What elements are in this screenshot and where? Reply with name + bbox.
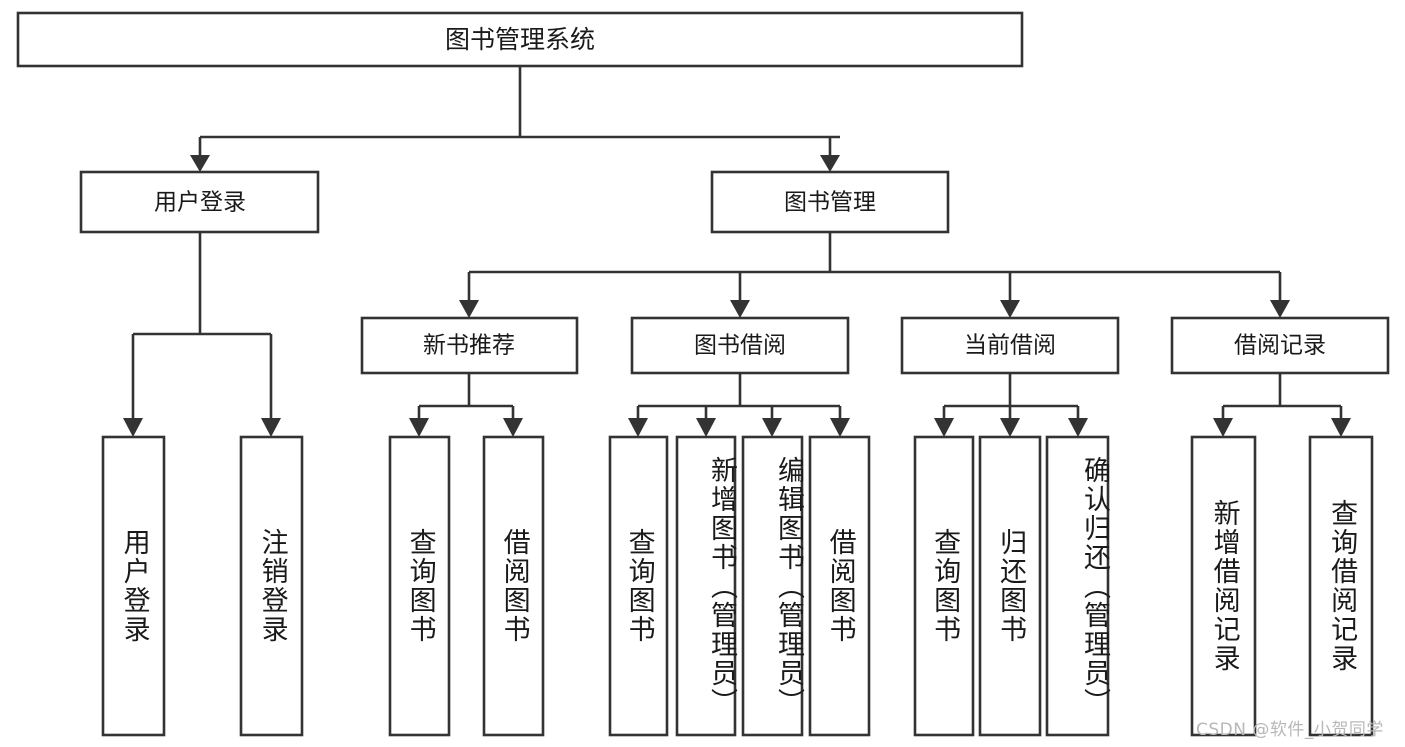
leaf-box-query-book-3[interactable] [913, 435, 975, 737]
connector-bookmanagement-to-level3 [459, 232, 1290, 318]
node-current-borrow-label: 当前借阅 [964, 333, 1056, 359]
node-book-borrow[interactable]: 图书借阅 [630, 316, 850, 375]
node-book-management-label: 图书管理 [784, 190, 876, 216]
connector-borrowrecord-to-leaves [1213, 373, 1351, 437]
leaf-box-confirm-return[interactable] [1045, 435, 1110, 737]
connector-userlogin-to-leaves [123, 232, 281, 437]
node-root[interactable]: 图书管理系统 [16, 11, 1024, 68]
node-new-book-recommend-label: 新书推荐 [423, 333, 515, 359]
watermark-text: CSDN @软件_小贺同学 [1196, 720, 1384, 740]
leaf-box-return-book[interactable] [978, 435, 1042, 737]
leaf-box-query-book-2[interactable] [608, 435, 669, 737]
leaf-box-borrow-book-2[interactable] [808, 435, 871, 737]
leaf-box-logout-login[interactable] [239, 435, 304, 737]
connector-bookborrow-to-leaves [628, 373, 850, 437]
node-borrow-record-label: 借阅记录 [1234, 333, 1326, 359]
leaf-box-borrow-book-1[interactable] [482, 435, 545, 737]
connector-newbook-to-leaves [409, 373, 523, 437]
node-book-management[interactable]: 图书管理 [710, 170, 950, 234]
node-user-login-label: 用户登录 [154, 190, 246, 216]
node-user-login[interactable]: 用户登录 [79, 170, 320, 234]
leaf-box-edit-book[interactable] [741, 435, 804, 737]
leaf-box-user-login[interactable] [101, 435, 166, 737]
leaf-box-query-book-1[interactable] [388, 435, 451, 737]
node-current-borrow[interactable]: 当前借阅 [900, 316, 1120, 375]
leaf-box-add-record[interactable] [1190, 435, 1257, 737]
leaf-box-query-record[interactable] [1308, 435, 1374, 737]
node-root-label: 图书管理系统 [445, 25, 595, 54]
leaf-boxes [101, 435, 1374, 737]
node-new-book-recommend[interactable]: 新书推荐 [360, 316, 579, 375]
connector-root-to-level2 [190, 66, 840, 172]
leaf-box-add-book[interactable] [675, 435, 737, 737]
node-borrow-record[interactable]: 借阅记录 [1170, 316, 1390, 375]
node-book-borrow-label: 图书借阅 [694, 333, 786, 359]
connector-currentborrow-to-leaves [934, 373, 1088, 437]
